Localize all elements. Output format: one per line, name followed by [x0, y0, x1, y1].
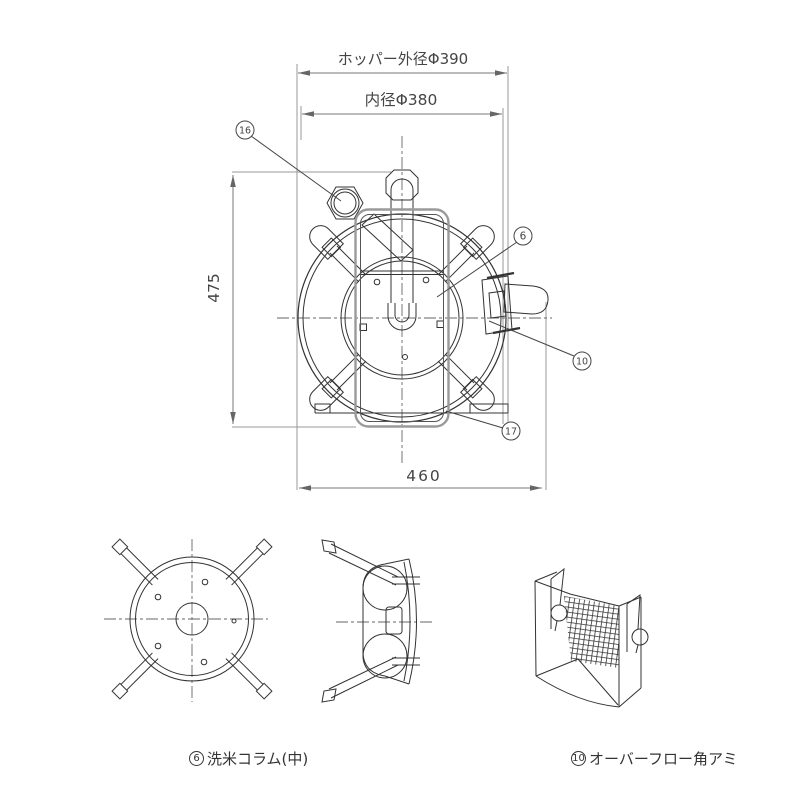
- column-plate-outer: [340, 256, 464, 380]
- caption-column: 6 洗米コラム(中): [189, 748, 308, 769]
- hopper-inner-rim: [302, 218, 502, 418]
- mesh-hook-right: [626, 594, 649, 654]
- callout-balloons: 16 6 10 17: [235, 120, 592, 441]
- column-leg: [225, 652, 273, 700]
- callout-17: 17: [501, 421, 521, 441]
- callout-leaders: [250, 135, 575, 429]
- plate-hole: [422, 276, 430, 284]
- base-plate: [314, 403, 509, 414]
- column-side-view: [321, 539, 420, 703]
- dimension-labels: ホッパー外径Φ390 内径Φ380 475 460: [205, 50, 468, 485]
- mesh-hook-left: [550, 567, 568, 632]
- hex-bolt: [326, 186, 364, 220]
- caption-column-number: 6: [189, 751, 204, 766]
- column-leg: [111, 538, 159, 586]
- plate-hole: [373, 278, 381, 286]
- svg-text:6: 6: [520, 231, 527, 243]
- dimension-arrowheads: [230, 70, 542, 491]
- dim-hopper-outer-label: ホッパー外径Φ390: [338, 50, 468, 68]
- column-frame: [354, 208, 450, 428]
- mesh-screen: [564, 596, 619, 668]
- svg-text:17: 17: [505, 427, 517, 438]
- dim-inner-label: 内径Φ380: [365, 91, 438, 109]
- svg-text:10: 10: [576, 357, 588, 368]
- plate-hole: [402, 354, 408, 360]
- column-leg: [225, 538, 273, 586]
- frame-crossbar: [361, 270, 443, 275]
- leg-bottom-left: [309, 353, 367, 411]
- callout-6: 6: [513, 226, 533, 246]
- extension-lines: [232, 64, 547, 490]
- leg-top-right: [437, 225, 495, 283]
- leg-top-left: [309, 225, 367, 283]
- column-leg: [111, 652, 159, 700]
- caption-mesh-text: オーバーフロー角アミ: [589, 750, 738, 768]
- column-plate-inner: [344, 260, 460, 376]
- dim-height-label: 475: [205, 273, 223, 303]
- overflow-mesh-basket: [534, 567, 649, 708]
- callout-16: 16: [235, 120, 255, 140]
- column-top-view: [111, 538, 273, 700]
- svg-text:16: 16: [239, 126, 251, 137]
- dim-width-label: 460: [406, 467, 442, 485]
- caption-column-text: 洗米コラム(中): [207, 750, 309, 768]
- caption-mesh: 10 オーバーフロー角アミ: [571, 748, 738, 769]
- leg-bottom-right: [437, 353, 495, 411]
- caption-mesh-number: 10: [571, 751, 586, 766]
- callout-10: 10: [572, 351, 592, 371]
- center-rod: [385, 169, 419, 331]
- dimension-lines: [232, 72, 542, 489]
